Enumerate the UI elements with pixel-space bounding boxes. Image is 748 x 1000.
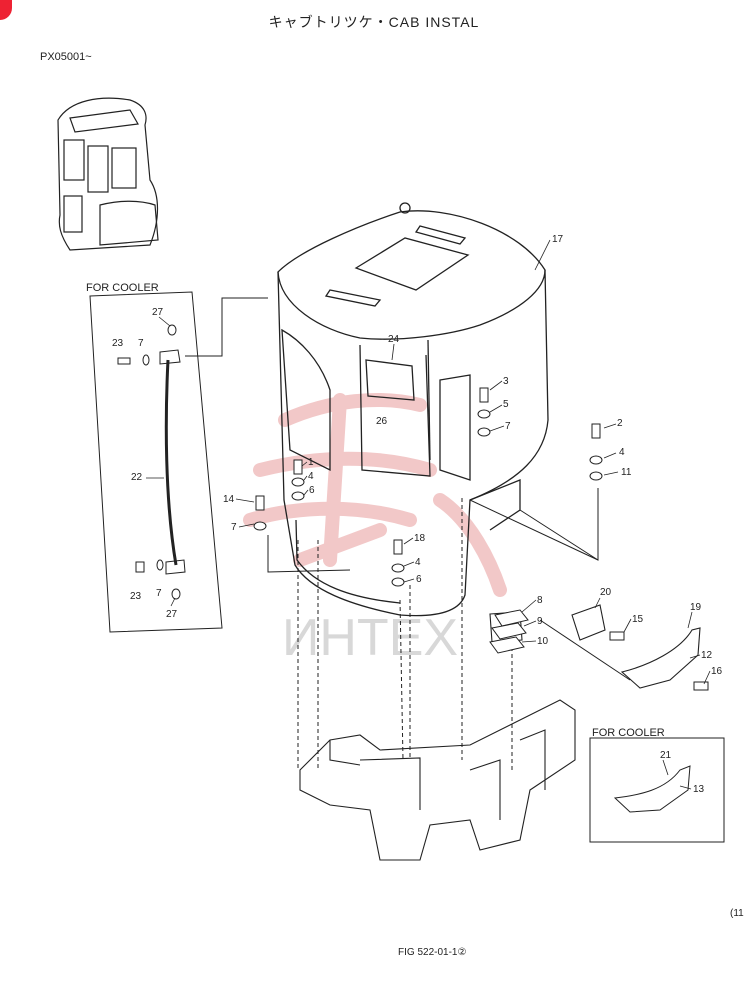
- bolt-icon: [255, 495, 265, 511]
- washer-icon: [142, 354, 150, 366]
- bolt-icon: [479, 387, 489, 403]
- callout-10: 10: [537, 636, 549, 647]
- nut-icon: [291, 491, 305, 501]
- serial-range: PX05001~: [40, 51, 92, 63]
- callout-23a: 23: [112, 338, 124, 349]
- base-frame: [299, 699, 576, 861]
- callout-6b: 6: [416, 574, 422, 585]
- callout-7d: 7: [156, 588, 162, 599]
- callout-3: 3: [503, 376, 509, 387]
- callout-11: 11: [621, 467, 632, 478]
- shim-icon: [491, 622, 527, 640]
- washer-icon: [477, 409, 491, 419]
- callout-17: 17: [552, 234, 564, 245]
- callout-4b: 4: [619, 447, 625, 458]
- callout-6a: 6: [309, 485, 315, 496]
- corner-marker: [0, 0, 12, 20]
- callout-24: 24: [388, 334, 400, 345]
- callout-27b: 27: [166, 609, 178, 620]
- washer-icon: [253, 521, 267, 531]
- callout-18: 18: [414, 533, 426, 544]
- page-reference: (11: [730, 908, 744, 919]
- callout-14: 14: [223, 494, 235, 505]
- washer-icon: [156, 559, 164, 571]
- shim-icon: [494, 609, 529, 627]
- callout-7c: 7: [138, 338, 144, 349]
- callout-13: 13: [693, 784, 705, 795]
- callout-22: 22: [131, 472, 143, 483]
- nut-icon: [589, 471, 603, 481]
- cooler-box-right-title: FOR COOLER: [592, 727, 665, 739]
- cooler-box-left-title: FOR COOLER: [86, 282, 159, 294]
- cooler-box-right: [589, 737, 725, 843]
- washer-icon: [589, 455, 603, 465]
- callout-4a: 4: [308, 471, 314, 482]
- guide-lines: [185, 297, 631, 681]
- cooler-box-left: [89, 291, 223, 633]
- callout-4c: 4: [415, 557, 421, 568]
- washer-icon: [291, 477, 305, 487]
- callout-21: 21: [660, 750, 672, 761]
- callout-27a: 27: [152, 307, 164, 318]
- fastener-icons: [117, 324, 709, 691]
- callout-1: 1: [308, 457, 314, 468]
- callout-7b: 7: [231, 522, 237, 533]
- callout-12: 12: [701, 650, 713, 661]
- shim-icon: [489, 636, 525, 654]
- callout-7a: 7: [505, 421, 511, 432]
- nut-icon: [391, 577, 405, 587]
- callout-leaders: [146, 239, 711, 790]
- clip-icon: [171, 588, 181, 600]
- figure-number: FIG 522-01-1②: [398, 947, 467, 958]
- part-callouts: 1 2 3 4 4 4 5 6 6 7 7 7 7 8 9 10 11 12 1…: [112, 234, 723, 795]
- bolt-icon: [693, 681, 709, 691]
- bolt-icon: [117, 357, 131, 365]
- watermark-logo: [243, 393, 507, 597]
- bolt-icon: [393, 539, 403, 555]
- callout-5: 5: [503, 399, 509, 410]
- watermark-text: ИHTEX: [282, 609, 458, 667]
- washer-icon: [477, 427, 491, 437]
- page-title: キャブトリツケ・CAB INSTAL: [268, 14, 480, 30]
- cab-body: [277, 202, 549, 617]
- callout-8: 8: [537, 595, 543, 606]
- assembly-leader-lines: [297, 498, 513, 770]
- callout-23b: 23: [130, 591, 142, 602]
- callout-20: 20: [600, 587, 612, 598]
- washer-icon: [391, 563, 405, 573]
- callout-19: 19: [690, 602, 702, 613]
- callout-15: 15: [632, 614, 644, 625]
- callout-2: 2: [617, 418, 623, 429]
- clip-icon: [167, 324, 177, 336]
- mini-cab-view: [57, 97, 159, 251]
- bolt-icon: [135, 561, 145, 573]
- bolt-icon: [609, 631, 625, 641]
- bolt-icon: [293, 459, 303, 475]
- callout-9: 9: [537, 616, 543, 627]
- callout-26: 26: [376, 416, 388, 427]
- callout-16: 16: [711, 666, 723, 677]
- bolt-icon: [591, 423, 601, 439]
